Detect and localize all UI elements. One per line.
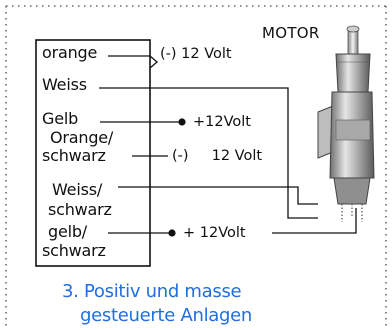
wire-label-weiss: Weiss xyxy=(42,75,87,94)
voltage-orange-schwarz: (-) 12 Volt xyxy=(172,148,263,164)
voltage-gelb-schwarz: + 12Volt xyxy=(183,225,246,241)
wire-label-weiss-schwarz-1: Weiss/ xyxy=(52,180,103,199)
wire-label-gelb-schwarz-2: schwarz xyxy=(42,241,106,260)
wire-label-gelb: Gelb xyxy=(42,109,79,128)
wire-weiss-schwarz xyxy=(118,186,318,205)
terminal-gelb xyxy=(178,118,186,126)
wire-label-orange-schwarz-2: schwarz xyxy=(42,146,106,165)
wire-label-orange: orange xyxy=(42,43,98,62)
motor-icon xyxy=(317,25,375,222)
wire-label-orange-schwarz-1: Orange/ xyxy=(50,128,114,147)
voltage-orange: (-) 12 Volt xyxy=(160,46,232,62)
wire-label-gelb-schwarz-1: gelb/ xyxy=(48,222,87,241)
caption-line-1: 3. Positiv und masse xyxy=(62,281,242,302)
wire-weiss xyxy=(99,87,318,219)
motor-label: MOTOR xyxy=(262,24,320,42)
wire-label-weiss-schwarz-2: schwarz xyxy=(48,200,112,219)
caption-line-2: gesteuerte Anlagen xyxy=(80,305,253,326)
wire-gelb-schwarz-to-motor xyxy=(272,208,357,234)
wire-orange xyxy=(108,55,158,69)
connector-box xyxy=(35,39,151,267)
voltage-gelb: +12Volt xyxy=(193,114,251,130)
terminal-gelb-schwarz xyxy=(168,229,176,237)
